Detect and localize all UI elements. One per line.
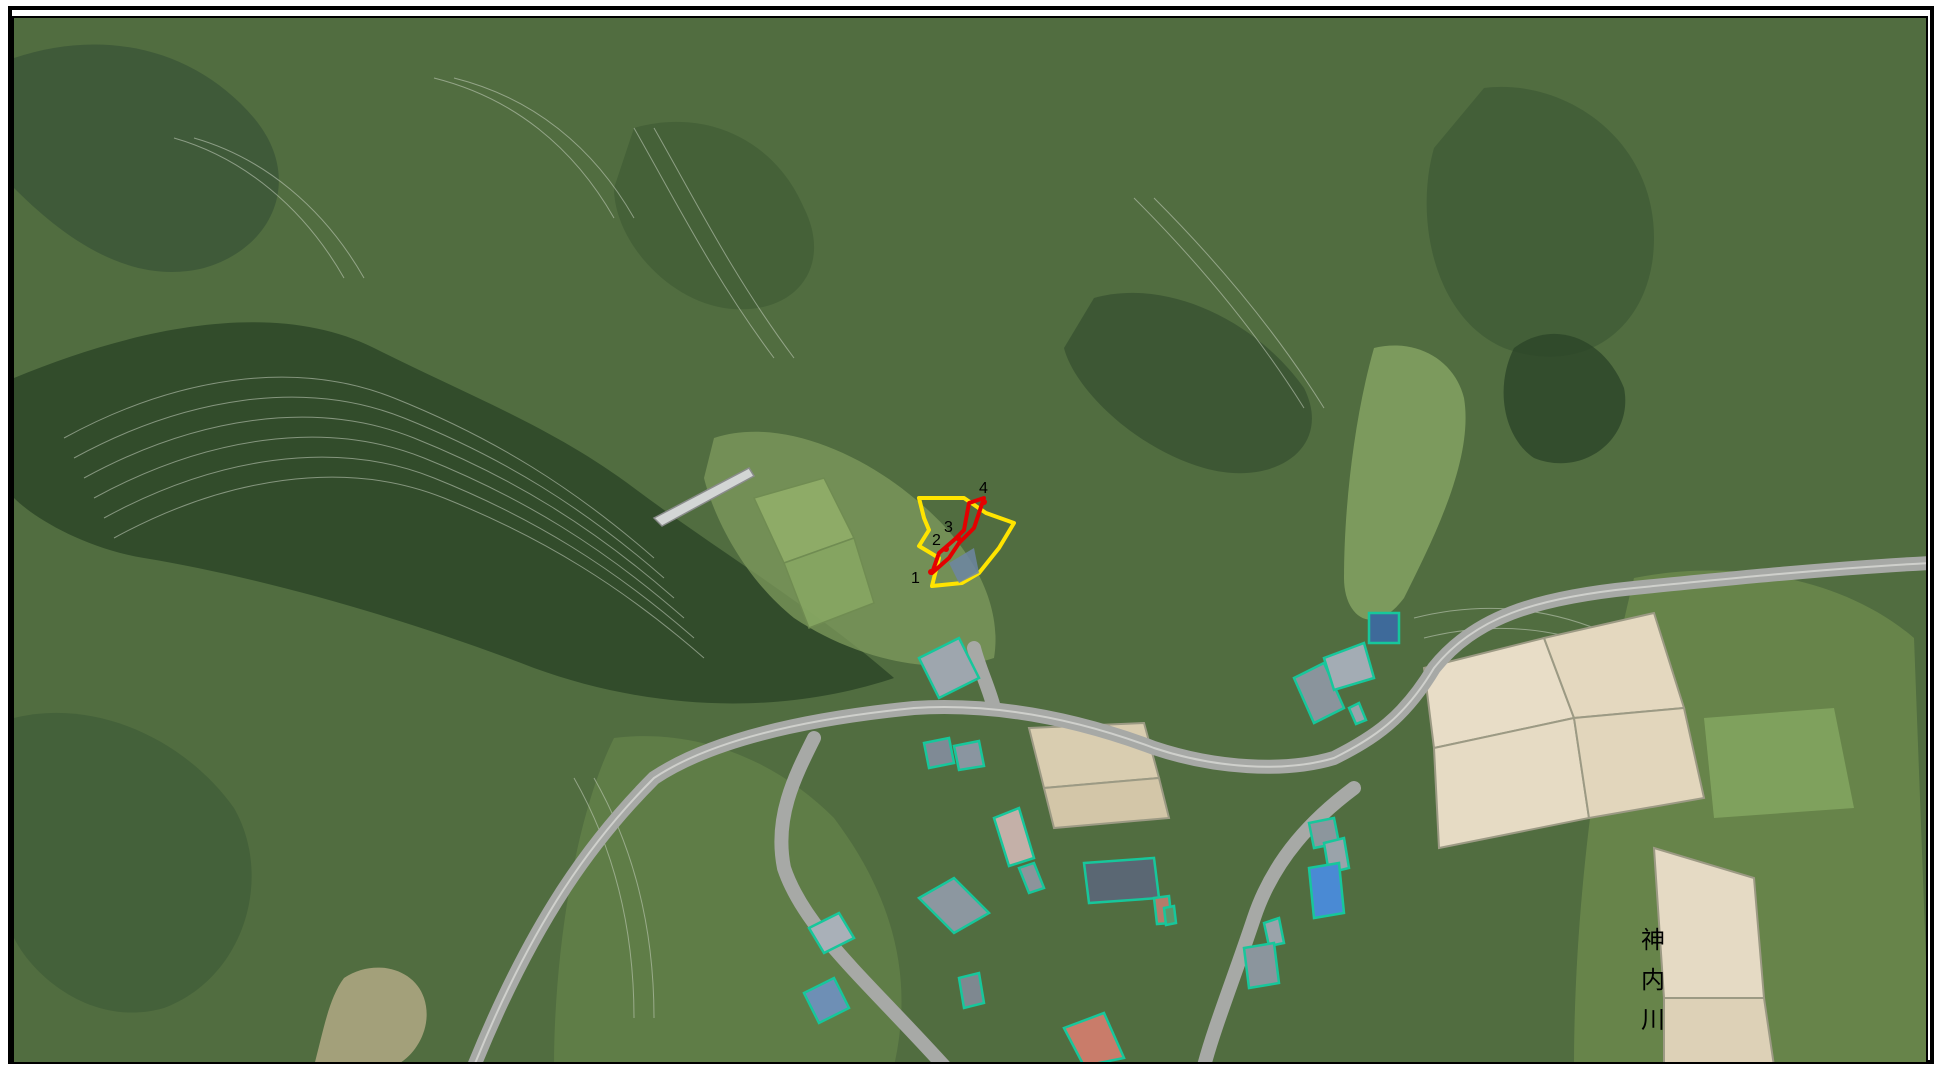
- point-marker-1[interactable]: 1: [911, 569, 934, 587]
- point-label-3: 3: [944, 519, 953, 536]
- point-label-2: 2: [932, 532, 941, 549]
- bridge-structure: [652, 467, 756, 527]
- survey-point-markers: 1 2 3 4: [911, 480, 988, 587]
- point-marker-4[interactable]: 4: [979, 480, 988, 505]
- contour-lines: [63, 77, 1665, 1019]
- point-marker-icon: [928, 569, 934, 575]
- survey-outer-boundary: [917, 496, 1016, 588]
- river-label: 神 内 川: [1641, 926, 1665, 1034]
- point-marker-2[interactable]: 2: [932, 532, 949, 552]
- point-marker-icon: [955, 535, 961, 541]
- aerial-map[interactable]: 1 2 3 4 神 内 川: [12, 16, 1928, 1064]
- point-marker-3[interactable]: 3: [944, 519, 961, 541]
- river-label-char-1: 神: [1641, 926, 1665, 954]
- point-marker-icon: [943, 546, 949, 552]
- buildings: [802, 611, 1401, 1062]
- paddy-fields: [1027, 611, 1775, 1062]
- dark-forest-patches: [14, 44, 1654, 1013]
- map-svg: 1 2 3 4 神 内 川: [14, 18, 1926, 1062]
- river-label-char-3: 川: [1641, 1006, 1665, 1034]
- point-label-4: 4: [979, 480, 988, 497]
- bare-ground-patch: [315, 967, 427, 1062]
- grass-fields: [752, 477, 1854, 818]
- point-marker-icon: [981, 499, 987, 505]
- point-label-1: 1: [911, 570, 920, 587]
- survey-building: [949, 548, 979, 583]
- road-edges: [474, 562, 1926, 1062]
- river-label-char-2: 内: [1641, 966, 1665, 994]
